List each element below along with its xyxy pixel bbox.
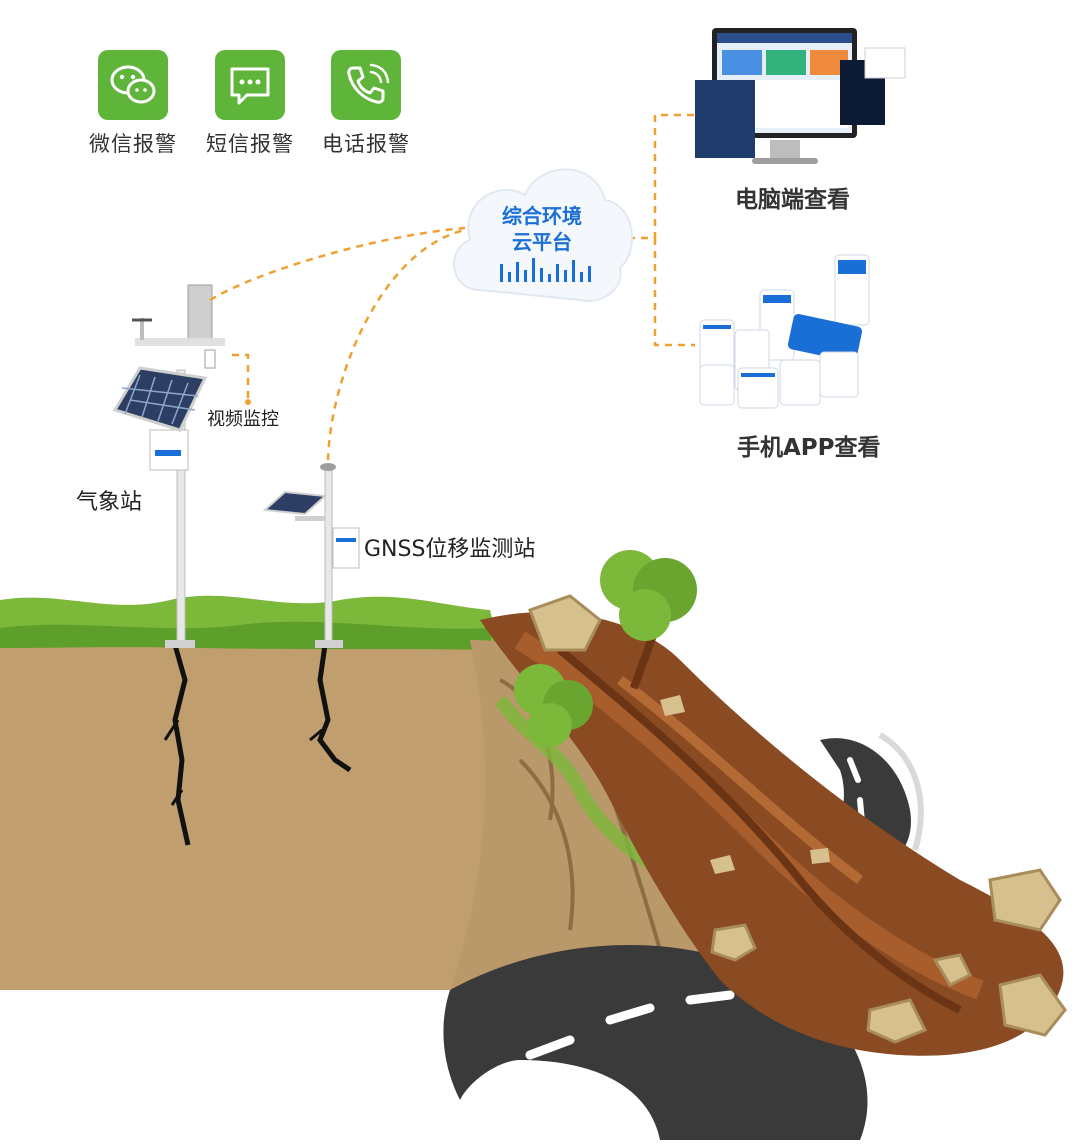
data-links (209, 113, 705, 461)
rock (528, 594, 602, 652)
wechat-icon (98, 50, 168, 120)
rock (932, 953, 973, 987)
mobile-app-group (699, 254, 870, 409)
soil-ground (0, 636, 499, 990)
weather-station-label: 气象站 (76, 490, 143, 515)
desktop-monitor-group (695, 28, 906, 164)
ground-crack (172, 644, 191, 846)
cloud-platform (453, 168, 633, 302)
cloud-title-line1: 综合环境 (502, 204, 582, 228)
pc-view-label: 电脑端查看 (735, 187, 850, 213)
rock (998, 973, 1067, 1037)
cloud-title: 综合环境 云平台 (487, 203, 597, 255)
sms-icon (215, 50, 285, 120)
rock (866, 998, 928, 1044)
gnss-station (262, 463, 360, 648)
cloud-title-line2: 云平台 (512, 230, 572, 254)
alert-wechat: 微信报警 (78, 50, 188, 158)
gnss-station-label: GNSS位移监测站 (364, 537, 536, 562)
weather-station (112, 284, 225, 648)
phone-icon (331, 50, 401, 120)
rock (988, 868, 1062, 932)
solar-panel (262, 490, 328, 516)
solar-panel (112, 366, 208, 432)
video-monitor-label: 视频监控 (207, 409, 279, 430)
alert-label: 微信报警 (89, 132, 177, 156)
tree (514, 664, 593, 747)
alert-label: 短信报警 (206, 132, 294, 156)
alert-label: 电话报警 (322, 132, 410, 156)
ground-crack (317, 644, 352, 773)
rock (710, 923, 757, 962)
tree (600, 550, 697, 690)
alert-phone: 电话报警 (311, 50, 421, 158)
alert-sms: 短信报警 (195, 50, 305, 158)
mobile-view-label: 手机APP查看 (737, 435, 881, 461)
